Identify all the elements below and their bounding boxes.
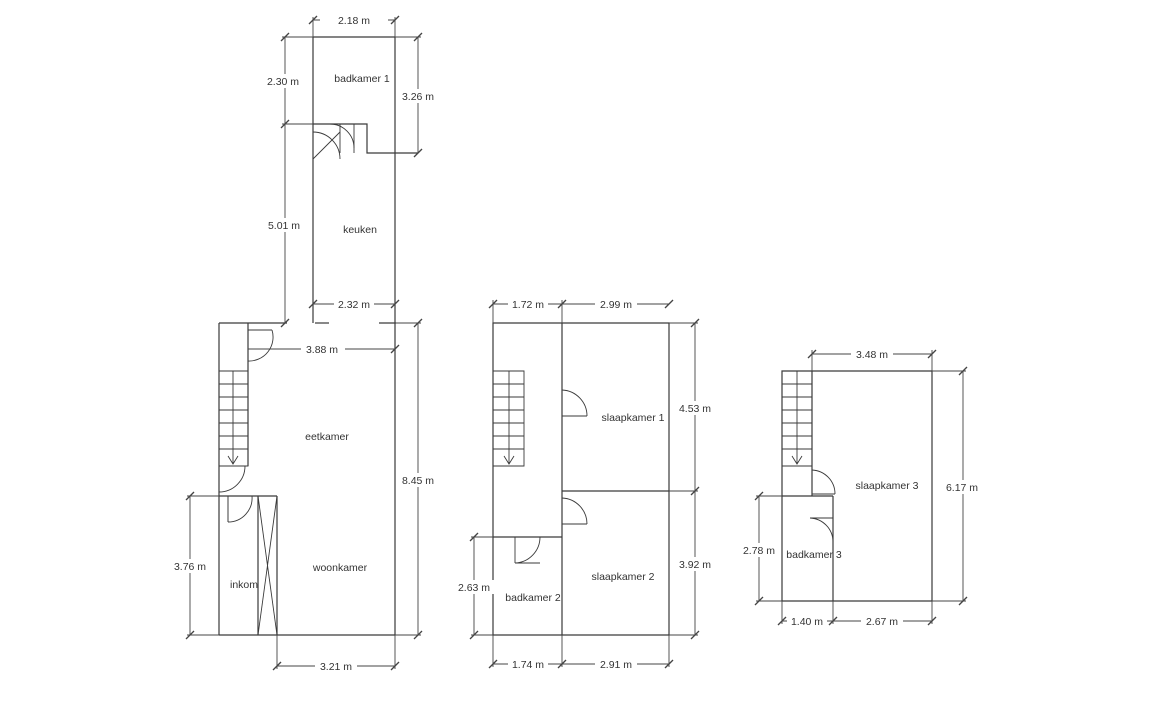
dim-first-bed2-height: 3.92 m [679,559,711,571]
door-stair-bottom [219,466,245,492]
door-entrance [228,496,252,522]
dim-ground-bath-left: 2.30 m [267,76,299,88]
dim-second-bath3-height: 2.78 m [743,545,775,557]
dim-second-total-height: 6.17 m [946,482,978,494]
door-stair-top [248,330,273,361]
dim-second-bottom-right: 2.67 m [866,616,898,628]
ground-floor-plan: 2.18 m 2.30 m 3.26 m 5.01 m 2.32 m 3.88 … [170,13,438,673]
staircase-second [782,371,812,466]
room-keuken: keuken [343,224,377,236]
dim-ground-bath-right: 3.26 m [402,91,434,103]
dim-ground-entrance-height: 3.76 m [174,561,206,573]
door-badkamer-2 [515,537,540,563]
door-badkamer-3 [810,518,833,542]
room-badkamer-3: badkamer 3 [786,549,842,561]
dim-first-top-left: 1.72 m [512,299,544,311]
door-slaapkamer-3 [812,470,835,494]
dim-first-bottom-right: 2.91 m [600,659,632,671]
dim-first-bed1-height: 4.53 m [679,403,711,415]
door-slaapkamer-1 [562,390,587,416]
room-eetkamer: eetkamer [305,431,349,443]
room-badkamer-1: badkamer 1 [334,73,390,85]
dim-ground-kitchen-width: 2.32 m [338,299,370,311]
dim-second-top-width: 3.48 m [856,349,888,361]
second-floor-plan: 3.48 m 6.17 m 2.78 m 1.40 m 2.67 m slaap… [739,347,982,628]
dim-ground-bottom-width: 3.21 m [320,661,352,673]
room-woonkamer: woonkamer [312,562,368,574]
dim-ground-kitchen-height: 5.01 m [268,220,300,232]
door-slaapkamer-2 [562,498,587,524]
room-slaapkamer-3: slaapkamer 3 [855,480,918,492]
staircase [219,371,248,466]
dim-first-bottom-left: 1.74 m [512,659,544,671]
room-slaapkamer-2: slaapkamer 2 [591,571,654,583]
dim-ground-top-width: 2.18 m [338,15,370,27]
dim-first-top-right: 2.99 m [600,299,632,311]
first-floor-plan: 1.72 m 2.99 m 4.53 m 3.92 m 2.63 m 1.74 … [454,297,715,671]
dim-ground-dining-width: 3.88 m [306,344,338,356]
room-badkamer-2: badkamer 2 [505,592,561,604]
first-dimension-lines [470,300,699,668]
dim-first-bath2-height: 2.63 m [458,582,490,594]
dim-ground-total-height: 8.45 m [402,475,434,487]
room-inkom: inkom [230,579,258,591]
room-slaapkamer-1: slaapkamer 1 [601,412,664,424]
door-bathroom-1 [313,124,354,159]
staircase-first [493,371,524,466]
dim-second-bottom-left: 1.40 m [791,616,823,628]
